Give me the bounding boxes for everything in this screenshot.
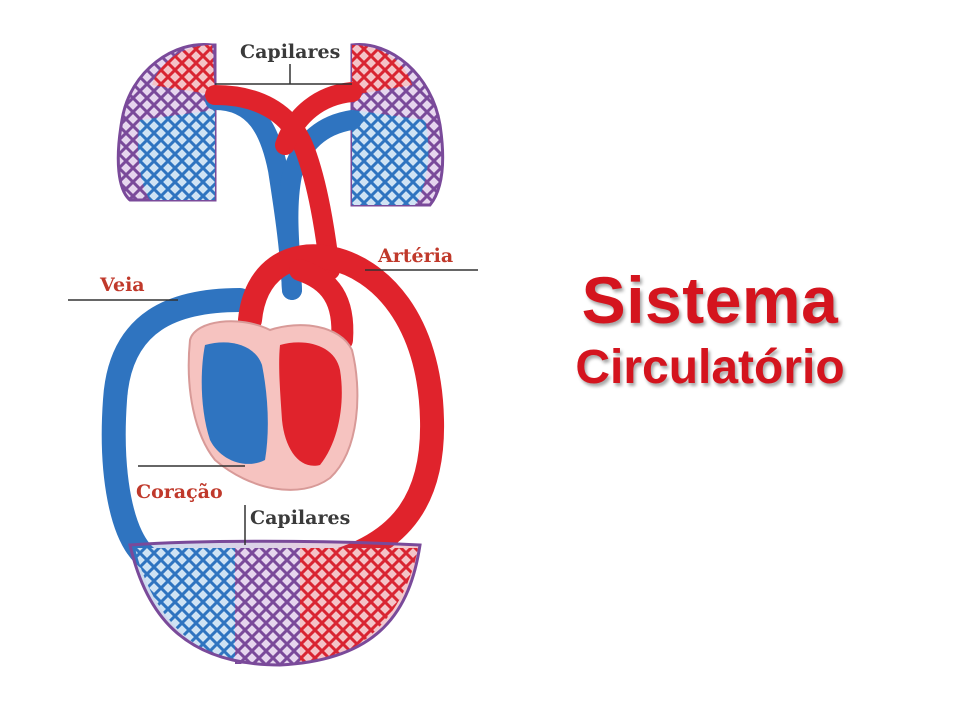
heart [187,320,359,491]
label-veia: Veia [99,274,145,296]
leader-lines [68,64,478,545]
label-coracao: Coração [136,481,223,503]
slide-subtitle: Circulatório [575,341,845,394]
systemic-circuit [101,244,445,572]
body-capillaries [128,539,422,667]
slide-title-block: Sistema Circulatório [540,262,880,398]
lung-right [350,43,445,207]
slide-title: Sistema [581,263,839,337]
label-arteria: Artéria [377,245,453,267]
label-capilares-bottom: Capilares [250,507,350,529]
lung-left [116,42,217,202]
label-capilares-top: Capilares [240,41,340,63]
